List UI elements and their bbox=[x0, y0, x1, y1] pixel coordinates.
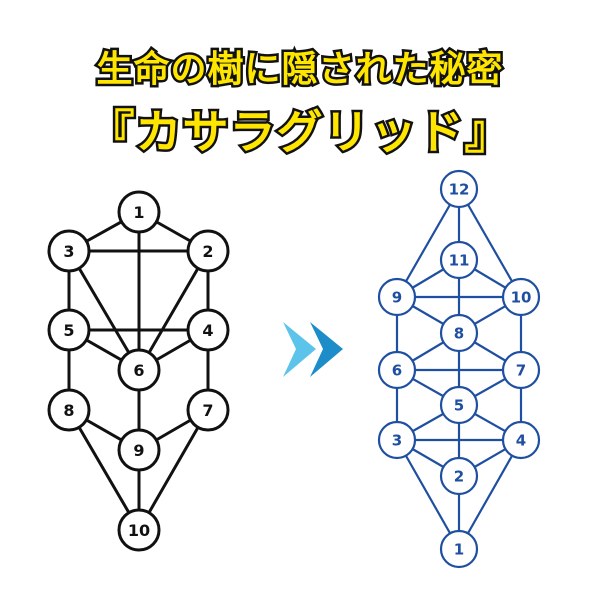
right-node-label-6: 6 bbox=[392, 361, 402, 379]
left-node-label-7: 7 bbox=[202, 401, 213, 420]
right-edge-12-10 bbox=[458, 188, 522, 298]
right-node-4 bbox=[501, 420, 541, 460]
left-node-label-5: 5 bbox=[63, 321, 74, 340]
right-node-label-4: 4 bbox=[516, 431, 526, 449]
title-line-2: 『カサラグリッド』 bbox=[86, 103, 513, 162]
left-edge-2-6 bbox=[137, 250, 210, 371]
left-node-5 bbox=[47, 308, 91, 352]
left-node-label-10: 10 bbox=[128, 521, 150, 540]
right-node-label-12: 12 bbox=[449, 180, 470, 198]
left-node-1 bbox=[117, 190, 161, 234]
double-chevron-arrow-icon bbox=[283, 322, 343, 377]
left-node-label-1: 1 bbox=[133, 203, 144, 222]
left-node-7 bbox=[186, 388, 230, 432]
right-node-label-8: 8 bbox=[454, 324, 464, 342]
right-node-5 bbox=[439, 385, 479, 425]
right-edge-3-1 bbox=[396, 439, 460, 550]
left-node-label-9: 9 bbox=[133, 441, 144, 460]
left-node-label-2: 2 bbox=[202, 242, 213, 261]
left-node-label-6: 6 bbox=[133, 361, 144, 380]
right-node-11 bbox=[439, 240, 479, 280]
right-edge-4-1 bbox=[458, 439, 522, 550]
left-edge-3-6 bbox=[67, 250, 141, 371]
left-node-label-3: 3 bbox=[63, 242, 74, 261]
left-edge-8-10 bbox=[67, 409, 141, 531]
arrow-chevron-2 bbox=[310, 322, 343, 377]
right-node-label-11: 11 bbox=[449, 251, 470, 269]
right-node-3 bbox=[377, 420, 417, 460]
left-node-9 bbox=[117, 428, 161, 472]
right-node-7 bbox=[501, 350, 541, 390]
right-node-label-10: 10 bbox=[511, 288, 532, 306]
right-node-label-2: 2 bbox=[454, 467, 464, 485]
arrow-chevron-1 bbox=[283, 322, 316, 377]
left-node-label-8: 8 bbox=[63, 401, 74, 420]
left-node-2 bbox=[186, 229, 230, 273]
left-node-8 bbox=[47, 388, 91, 432]
right-node-9 bbox=[377, 277, 417, 317]
right-node-8 bbox=[439, 313, 479, 353]
right-node-6 bbox=[377, 350, 417, 390]
left-tree-nodes: 1 2 3 4 5 6 7 8 9 10 bbox=[47, 190, 230, 552]
right-node-2 bbox=[439, 456, 479, 496]
right-node-label-3: 3 bbox=[392, 431, 402, 449]
left-node-6 bbox=[117, 348, 161, 392]
title-line-1: 生命の樹に隠された秘密 bbox=[94, 47, 505, 93]
right-node-label-1: 1 bbox=[454, 540, 464, 558]
left-node-10 bbox=[117, 508, 161, 552]
right-node-label-9: 9 bbox=[392, 288, 402, 306]
right-node-1 bbox=[439, 529, 479, 569]
left-node-4 bbox=[186, 308, 230, 352]
right-node-10 bbox=[501, 277, 541, 317]
left-node-3 bbox=[47, 229, 91, 273]
right-node-label-7: 7 bbox=[516, 361, 526, 379]
left-edge-7-10 bbox=[137, 409, 210, 531]
right-edge-12-9 bbox=[396, 188, 460, 298]
right-node-label-5: 5 bbox=[454, 396, 464, 414]
right-node-12 bbox=[439, 169, 479, 209]
left-node-label-4: 4 bbox=[202, 321, 213, 340]
